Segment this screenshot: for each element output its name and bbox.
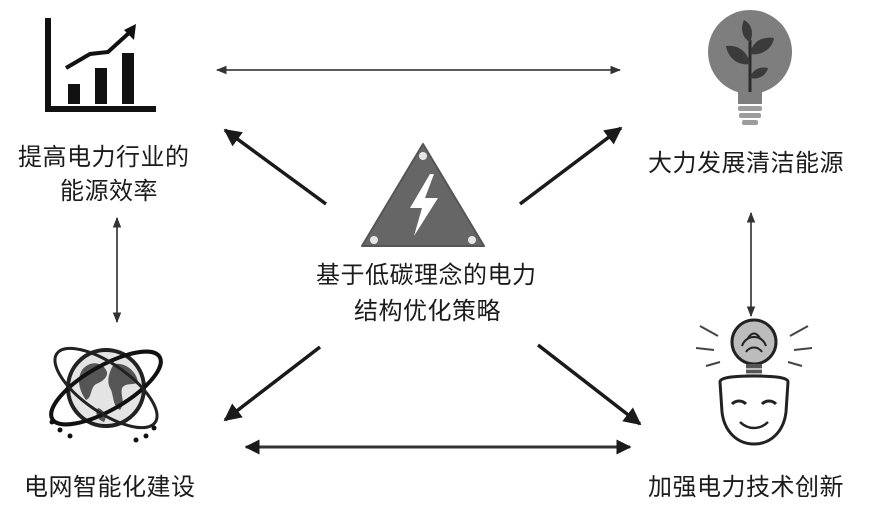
- node-bottom-left-label: 电网智能化建设: [24, 473, 196, 501]
- globe-orbit-icon: [49, 346, 163, 443]
- lightning-warning-triangle-icon: [361, 143, 485, 247]
- node-top-left-label-line1: 提高电力行业的: [18, 143, 190, 171]
- node-bottom-right-label: 加强电力技术创新: [648, 473, 844, 501]
- arrow-center-to-top-right: [518, 126, 623, 206]
- rising-bar-chart-icon: [45, 18, 156, 112]
- leaf-lightbulb-icon: [708, 10, 792, 125]
- center-label-line2: 结构优化策略: [354, 297, 501, 325]
- arrow-center-to-top-left: [223, 128, 328, 206]
- center-label-line1: 基于低碳理念的电力: [316, 261, 537, 289]
- arrow-center-to-bottom-right: [536, 343, 642, 426]
- node-top-right-label: 大力发展清洁能源: [648, 149, 844, 177]
- arrow-center-to-bottom-left: [223, 345, 322, 422]
- node-top-left-label-line2: 能源效率: [60, 177, 158, 205]
- head-lightbulb-icon: [696, 318, 812, 446]
